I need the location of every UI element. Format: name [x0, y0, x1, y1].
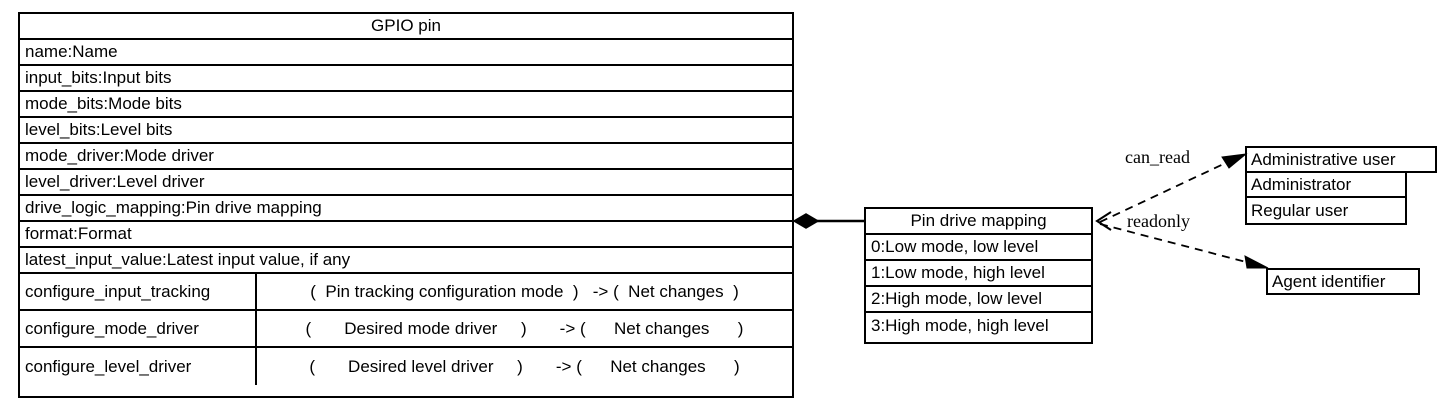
- class-title-gpio-pin: GPIO pin: [20, 14, 792, 40]
- class-box-gpio-pin: GPIO pin name:Name input_bits:Input bits…: [18, 12, 794, 398]
- method-row: configure_level_driver ( Desired level d…: [20, 348, 792, 385]
- attribute-row-drive-logic-mapping: drive_logic_mapping:Pin drive mapping: [20, 196, 792, 222]
- attribute-row: level_bits:Level bits: [20, 118, 792, 144]
- arrowhead-readonly: [1244, 255, 1269, 269]
- enum-body-administrative-user: Administrator Regular user: [1245, 171, 1407, 225]
- method-row: configure_mode_driver ( Desired mode dri…: [20, 311, 792, 348]
- method-signature: ( Desired level driver ) -> ( Net change…: [309, 356, 740, 376]
- class-title-agent-identifier: Agent identifier: [1268, 270, 1418, 293]
- enum-value-row: 3:High mode, high level: [866, 313, 1091, 339]
- filled-diamond-marker: [792, 213, 820, 229]
- attribute-row: name:Name: [20, 40, 792, 66]
- enum-title-administrative-user: Administrative user: [1245, 146, 1437, 173]
- attribute-row: level_driver:Level driver: [20, 170, 792, 196]
- attribute-row: input_bits:Input bits: [20, 66, 792, 92]
- method-name: configure_mode_driver: [20, 311, 257, 346]
- enum-box-pin-drive-mapping: Pin drive mapping 0:Low mode, low level …: [864, 207, 1093, 344]
- edge-label-readonly: readonly: [1127, 211, 1190, 231]
- enum-value-row: Administrator: [1247, 173, 1405, 198]
- enum-title-pin-drive-mapping: Pin drive mapping: [866, 209, 1091, 235]
- enum-value-row: 1:Low mode, high level: [866, 261, 1091, 287]
- enum-box-administrative-user: Administrative user Administrator Regula…: [1245, 146, 1437, 225]
- attribute-row: format:Format: [20, 222, 792, 248]
- enum-value-row: Regular user: [1247, 198, 1405, 223]
- edge-composition-drive-logic-mapping: [792, 213, 864, 229]
- method-name: configure_input_tracking: [20, 274, 257, 309]
- edge-label-can-read: can_read: [1125, 147, 1190, 167]
- arrowhead-can-read: [1221, 153, 1248, 169]
- method-name: configure_level_driver: [20, 348, 257, 385]
- method-signature: ( Desired mode driver ) -> ( Net changes…: [305, 318, 744, 338]
- enum-value-row: 0:Low mode, low level: [866, 235, 1091, 261]
- attribute-row: latest_input_value:Latest input value, i…: [20, 248, 792, 274]
- open-arrow-marker-pin-drive-mapping: [1095, 211, 1112, 231]
- attribute-row: mode_driver:Mode driver: [20, 144, 792, 170]
- method-row: configure_input_tracking ( Pin tracking …: [20, 274, 792, 311]
- method-signature: ( Pin tracking configuration mode ) -> (…: [310, 281, 739, 301]
- enum-value-row: 2:High mode, low level: [866, 287, 1091, 313]
- attribute-row: mode_bits:Mode bits: [20, 92, 792, 118]
- class-box-agent-identifier: Agent identifier: [1266, 268, 1420, 295]
